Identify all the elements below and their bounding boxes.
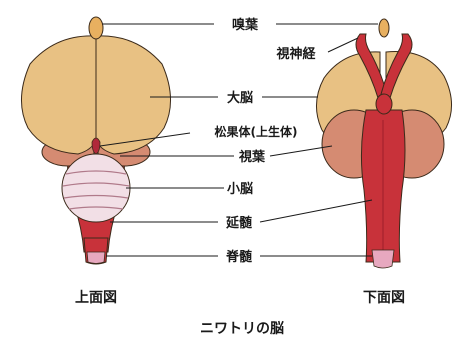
bottom-spinal-cord [372,250,394,268]
figure-title: ニワトリの脳 [200,320,284,337]
label-top-view: 上面図 [75,290,117,306]
label-optic-nerve: 視神経 [275,46,316,62]
top-cerebrum-right [96,36,171,154]
bottom-view-brain [316,19,451,268]
label-cerebellum: 小脳 [227,182,253,197]
top-view-brain [21,17,170,264]
label-olfactory-lobe: 嗅葉 [232,17,259,33]
label-bottom-view: 下面図 [363,290,405,306]
label-spinal-cord: 脊髄 [225,249,252,265]
bottom-olfactory-lobe [379,19,389,37]
label-cerebrum: 大脳 [227,90,253,106]
top-cerebrum-left [21,36,96,154]
label-pineal-body: 松果体(上生体) [215,124,298,139]
top-olfactory-lobe [89,17,103,39]
top-cerebellum [62,154,130,222]
label-optic-lobe: 視葉 [238,149,266,165]
label-medulla: 延髄 [225,215,252,231]
